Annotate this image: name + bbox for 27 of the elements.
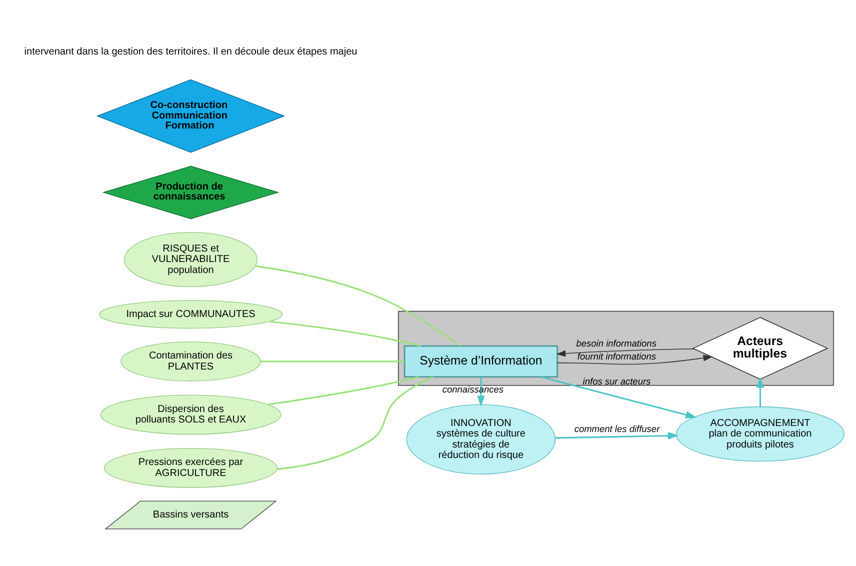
connector	[276, 376, 434, 470]
node-ellipse: Impact sur COMMUNAUTES	[98, 300, 283, 328]
node-ellipse: Contamination des PLANTES	[120, 340, 262, 381]
node-diamond: Acteurs multiples	[692, 316, 828, 380]
node-diamond: Co-construction Communication Formation	[96, 78, 286, 152]
connector	[255, 264, 460, 346]
arrow	[555, 431, 679, 440]
node-ellipse: Dispersion des polluants SOLS et EAUX	[100, 394, 282, 434]
node-ellipse: ACCOMPAGNEMENT plan de communication produits pilotes	[676, 406, 845, 462]
arrow	[556, 348, 695, 356]
node-diamond: Production de connaissances	[102, 165, 280, 219]
node-box: Système d’Information	[404, 344, 558, 378]
arrow	[756, 376, 764, 406]
node-ellipse: INNOVATION systèmes de culture stratégies de réduction du risque	[406, 404, 556, 474]
cluster	[398, 310, 834, 386]
connector	[260, 360, 404, 362]
connector	[268, 376, 420, 405]
arrow	[557, 354, 713, 364]
node-ellipse: RISQUES et VULNERABILITE population	[124, 232, 258, 287]
node-ellipse: Pressions exercées par AGRICULTURE	[104, 447, 278, 488]
edge-label: comment les diffuser	[574, 424, 660, 434]
edge-label: fournit informations	[577, 351, 656, 362]
edge-label: besoin informations	[576, 338, 656, 348]
connector	[270, 320, 422, 346]
arrow	[540, 376, 696, 418]
label: intervenant dans la gestion des territoires. Il en découle deux étapes majeu	[24, 46, 358, 58]
edge-label: infos sur acteurs	[582, 376, 651, 386]
